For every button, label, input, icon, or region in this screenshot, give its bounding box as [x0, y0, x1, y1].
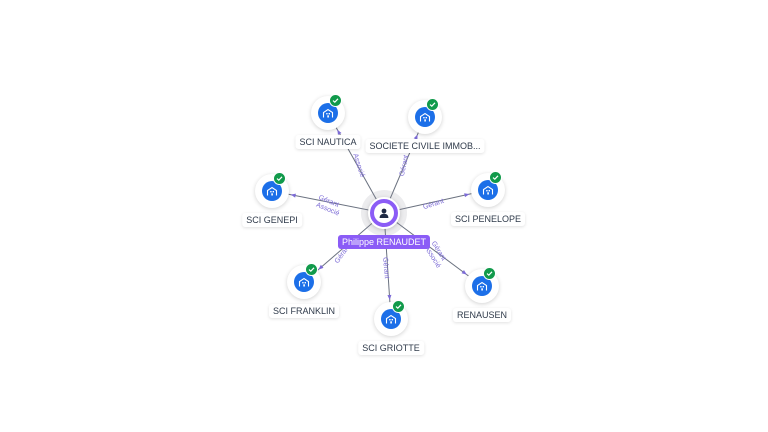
verified-check-icon [305, 263, 318, 276]
edge-line [383, 116, 426, 214]
building-icon [294, 272, 314, 292]
edge-arrow [413, 134, 418, 140]
edge-griotte: Gérant [381, 212, 392, 320]
edge-line [383, 212, 392, 320]
edge-sci_immo: Gérant [383, 116, 426, 214]
company-node-label[interactable]: SCI FRANKLIN [268, 304, 340, 318]
edge-arrow [464, 193, 470, 198]
center-person-label[interactable]: Philippe RENAUDET [337, 235, 431, 249]
edge-label: Associé [351, 153, 365, 179]
company-node-label[interactable]: SCI NAUTICA [295, 135, 361, 149]
company-node-circle[interactable] [255, 172, 289, 208]
verified-check-icon [329, 94, 342, 107]
building-icon [472, 276, 492, 296]
company-node-circle[interactable] [311, 94, 345, 130]
edge-label: Gérant [422, 198, 445, 211]
building-icon [478, 180, 498, 200]
person-icon [374, 203, 394, 223]
company-node-circle[interactable] [374, 300, 408, 336]
edge-label: Gérant [399, 154, 410, 176]
edge-arrow [387, 294, 392, 301]
building-icon [415, 107, 435, 127]
building-icon [318, 103, 338, 123]
verified-check-icon [273, 172, 286, 185]
building-icon [381, 309, 401, 329]
verified-check-icon [489, 171, 502, 184]
edge-line [383, 189, 489, 214]
company-node-label[interactable]: SOCIETE CIVILE IMMOB... [365, 139, 485, 153]
company-node-label[interactable]: SCI PENELOPE [450, 212, 526, 226]
verified-check-icon [426, 98, 439, 111]
edge-arrow [318, 264, 324, 270]
company-node-label[interactable]: SCI GRIOTTE [358, 341, 424, 355]
company-node-circle[interactable] [408, 98, 442, 134]
company-node-circle[interactable] [465, 267, 499, 303]
verified-check-icon [483, 267, 496, 280]
company-node-circle[interactable] [471, 171, 505, 207]
edge-label: Gérant [381, 257, 390, 279]
edge-arrow [337, 129, 342, 135]
center-circle[interactable] [368, 197, 400, 229]
verified-check-icon [392, 300, 405, 313]
company-node-label[interactable]: RENAUSEN [452, 308, 512, 322]
building-icon [262, 181, 282, 201]
edge-arrow [290, 193, 296, 198]
company-node-label[interactable]: SCI GENEPI [242, 213, 302, 227]
edge-arrow [461, 270, 467, 275]
company-node-circle[interactable] [287, 263, 321, 299]
